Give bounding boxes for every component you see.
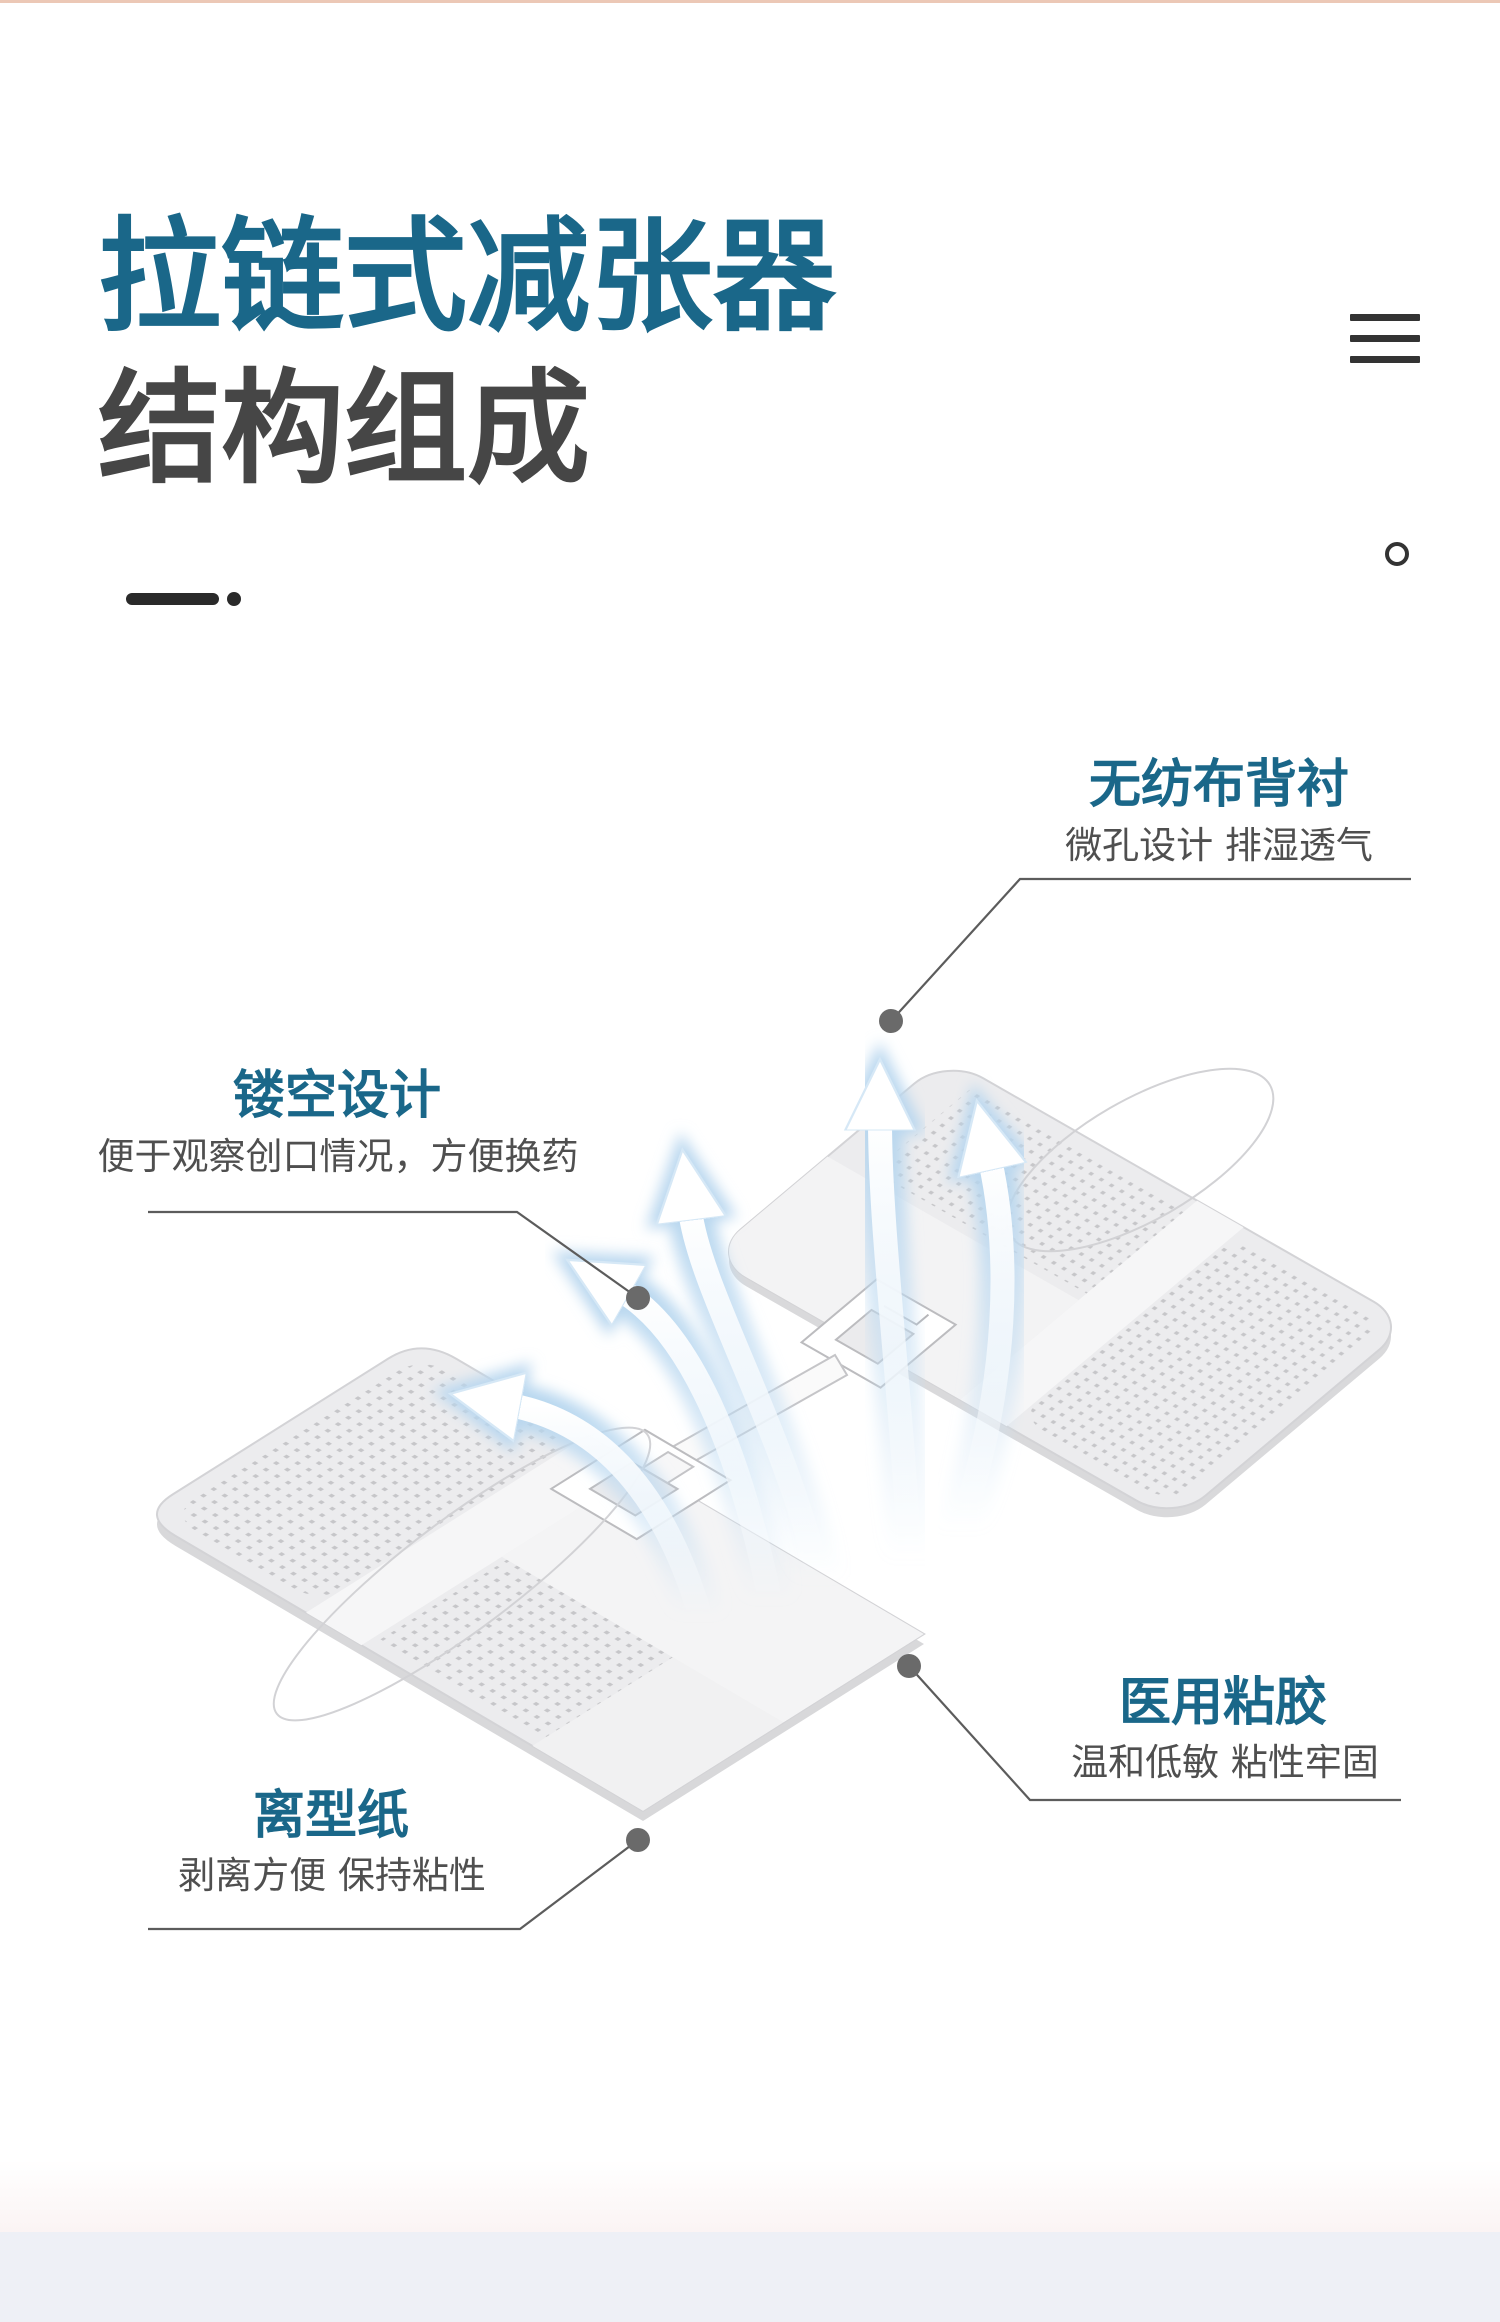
airflow-arrow <box>645 1131 843 1603</box>
callout-dot <box>626 1286 650 1310</box>
callout-line-hollow <box>148 1210 639 1299</box>
title-underline-decoration <box>126 593 219 605</box>
airflow-arrows <box>432 1041 1038 1638</box>
callout-title: 镂空设计 <box>232 1066 441 1126</box>
callout-title: 离型纸 <box>252 1786 409 1846</box>
airflow-arrow <box>432 1362 723 1638</box>
menu-icon <box>1350 313 1420 363</box>
airflow-arrow <box>833 1041 933 1583</box>
callout-lines <box>148 877 1411 1931</box>
callout-description: 剥离方便 保持粘性 <box>178 1854 486 1897</box>
callout-dot <box>879 1009 903 1033</box>
right-patch <box>709 1057 1411 1518</box>
page-title: 拉链式减张器 <box>98 206 836 349</box>
callout-dot <box>626 1828 650 1852</box>
airflow-arrow <box>551 1250 793 1623</box>
top-border-line <box>0 0 1500 3</box>
title-underline-dot <box>227 592 241 606</box>
release-paper-outline <box>272 1426 652 1722</box>
callout-description: 便于观察创口情况，方便换药 <box>97 1135 579 1178</box>
airflow-arrow <box>937 1083 1038 1553</box>
callout-description: 温和低敏 粘性牢固 <box>1071 1741 1379 1784</box>
callout-line-nonwoven <box>890 877 1411 1022</box>
callout-title: 无纺布背衬 <box>1088 755 1349 815</box>
circle-icon <box>1385 542 1409 566</box>
callout-line-adhesive <box>908 1665 1401 1802</box>
callout-description: 微孔设计 排湿透气 <box>1065 824 1373 867</box>
menu-button[interactable] <box>1350 313 1420 363</box>
page-subtitle: 结构组成 <box>98 358 590 501</box>
callout-title: 医用粘胶 <box>1118 1673 1327 1733</box>
bottom-band <box>0 2232 1500 2322</box>
callout-dots <box>626 1009 921 1852</box>
callout-line-release-paper <box>148 1839 639 1931</box>
bottom-fade <box>0 2160 1500 2232</box>
callout-dot <box>897 1654 921 1678</box>
